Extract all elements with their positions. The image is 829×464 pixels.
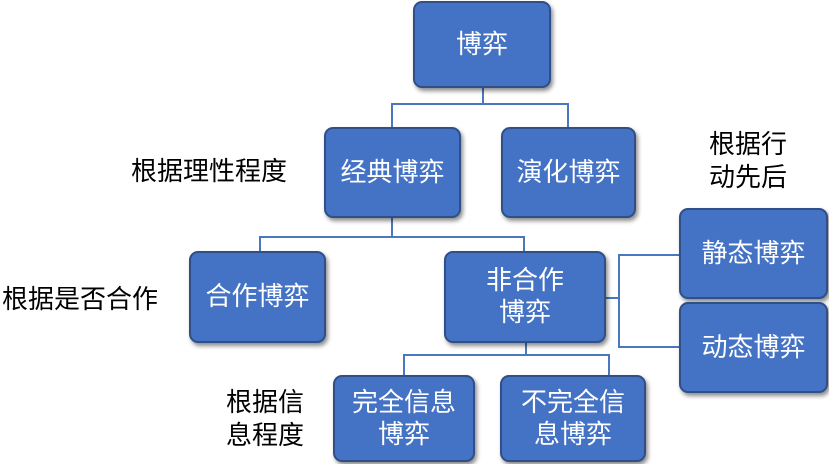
- node-game-text: 博弈: [455, 29, 508, 60]
- connector: [482, 87, 484, 104]
- connector: [391, 103, 393, 128]
- connector: [618, 254, 680, 256]
- node-classical-game: 经典博弈: [324, 127, 461, 218]
- node-incomplete-information-game: 不完全信 息博弈: [500, 375, 646, 462]
- node-noncooperative-game: 非合作 博弈: [444, 251, 606, 343]
- node-cooperative-game: 合作博弈: [189, 251, 326, 343]
- connector: [618, 346, 680, 348]
- node-static-game: 静态博弈: [679, 208, 828, 299]
- label-by-information: 根据信 息程度: [226, 388, 305, 451]
- connector: [525, 342, 527, 356]
- label-by-action-order: 根据行 动先后: [709, 130, 788, 193]
- node-static-game-text: 静态博弈: [701, 238, 806, 269]
- node-evolutionary-game-text: 演化博弈: [516, 157, 621, 188]
- node-dynamic-game-text: 动态博弈: [701, 332, 806, 363]
- connector: [403, 354, 610, 356]
- node-cooperative-game-text: 合作博弈: [205, 282, 310, 312]
- connector: [391, 103, 569, 105]
- label-by-rationality: 根据理性程度: [131, 157, 288, 187]
- node-complete-information-game-text: 完全信息 博弈: [351, 387, 456, 450]
- connector: [608, 354, 610, 376]
- label-by-cooperation: 根据是否合作: [2, 285, 159, 315]
- connector: [618, 254, 620, 348]
- connector: [523, 236, 525, 252]
- connector: [567, 103, 569, 128]
- connector: [391, 218, 393, 236]
- node-evolutionary-game: 演化博弈: [501, 127, 636, 218]
- connector: [403, 354, 405, 376]
- connector: [259, 236, 525, 238]
- node-incomplete-information-game-text: 不完全信 息博弈: [520, 387, 625, 450]
- connector: [259, 236, 261, 252]
- node-classical-game-text: 经典博弈: [340, 157, 445, 188]
- connector: [606, 297, 620, 299]
- node-noncooperative-game-text: 非合作 博弈: [485, 266, 564, 328]
- node-dynamic-game: 动态博弈: [679, 302, 828, 393]
- node-game: 博弈: [413, 1, 551, 88]
- node-complete-information-game: 完全信息 博弈: [333, 375, 475, 462]
